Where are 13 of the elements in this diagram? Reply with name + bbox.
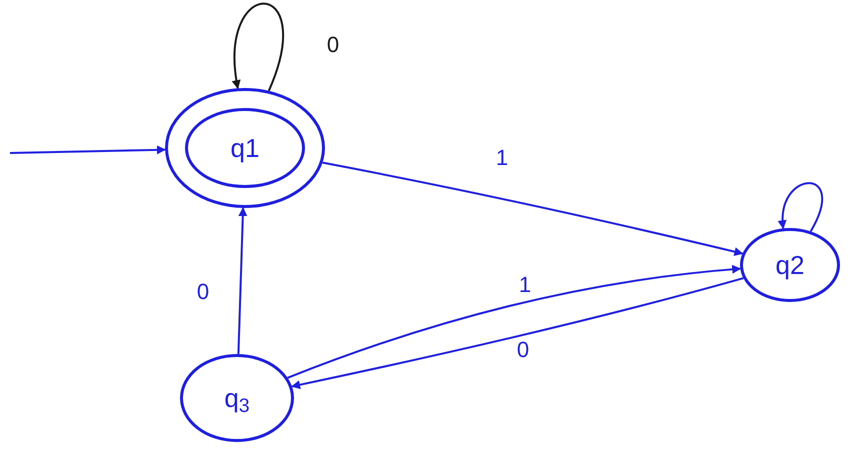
state-label: q$_{3}$	[224, 385, 250, 411]
state-circle	[740, 228, 840, 302]
accepting-state-circle	[165, 88, 325, 208]
transition-arrow	[778, 182, 823, 232]
transition-arrow	[10, 145, 166, 154]
state-label: q2	[776, 252, 804, 278]
transition-arrow	[232, 2, 284, 92]
state-circle	[180, 354, 294, 442]
state-label: q1	[230, 134, 260, 161]
transition-arrow	[237, 207, 248, 354]
transition-arrow	[287, 264, 742, 379]
transition-arrow	[291, 277, 744, 390]
transition-arrow	[322, 162, 744, 256]
